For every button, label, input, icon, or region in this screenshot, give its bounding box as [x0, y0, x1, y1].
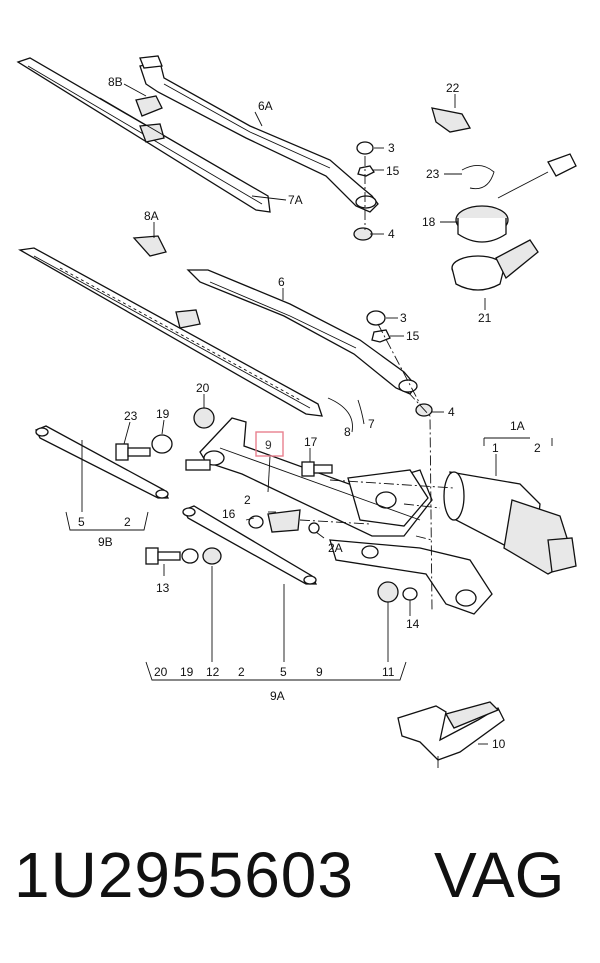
label-1: 1	[492, 441, 499, 455]
label-5-left: 5	[78, 515, 85, 529]
label-2A: 2A	[328, 541, 343, 555]
clip-23	[461, 165, 495, 190]
bracket-10	[397, 701, 505, 768]
label-3-top: 3	[388, 141, 395, 155]
label-9-highlighted: 9	[265, 438, 272, 452]
label-8A: 8A	[144, 209, 159, 223]
label-4-top: 4	[388, 227, 395, 241]
pushrod-5-9A	[182, 505, 318, 585]
washer-4-top	[353, 227, 373, 241]
washer-19-bottom	[181, 548, 199, 564]
bushing-20-top	[193, 407, 215, 429]
wiper-arm-6A	[139, 55, 379, 213]
label-8: 8	[344, 425, 351, 439]
wiper-motor-1	[443, 471, 577, 575]
bottom-label: 20	[154, 665, 168, 679]
label-15-lower: 15	[406, 329, 420, 343]
label-6A: 6A	[258, 99, 273, 113]
label-13: 13	[156, 581, 170, 595]
cap-21	[451, 239, 539, 291]
label-2-right: 2	[534, 441, 541, 455]
bushing-20-bottom	[202, 547, 222, 565]
clip-8A	[132, 235, 167, 257]
wiper-blade-7	[18, 247, 323, 417]
clip-8B	[135, 95, 163, 117]
footer: 1U2955603 VAG	[0, 838, 600, 938]
washer-nozzle-18	[455, 153, 577, 243]
label-16: 16	[222, 507, 236, 521]
label-7: 7	[368, 417, 375, 431]
label-19-top: 19	[156, 407, 170, 421]
nut-14	[402, 587, 418, 601]
label-2-left: 2	[124, 515, 131, 529]
label-14: 14	[406, 617, 420, 631]
nut-15-lower	[371, 329, 391, 343]
label-2-mid: 2	[244, 493, 251, 507]
nut-cap-3-top	[356, 141, 374, 155]
bottom-label: 5	[280, 665, 287, 679]
bracket-22	[431, 107, 472, 133]
bottom-row-labels: 20 19 12 2 5 9 11	[154, 665, 395, 679]
label-20-top: 20	[196, 381, 210, 395]
label-17: 17	[304, 435, 318, 449]
brand-name: VAG	[434, 839, 565, 911]
bottom-label: 9	[316, 665, 323, 679]
label-21: 21	[478, 311, 492, 325]
bottom-label: 12	[206, 665, 220, 679]
nut-15-top	[357, 165, 375, 177]
ball-joint-2-16	[248, 509, 320, 534]
stud-12	[185, 459, 211, 471]
bushing-19-top	[151, 434, 173, 454]
bolt-17	[301, 461, 333, 477]
bushing-11	[377, 581, 399, 603]
label-6: 6	[278, 275, 285, 289]
bolt-13	[145, 547, 181, 565]
linkage-frame-9	[199, 417, 493, 615]
part-number: 1U2955603	[14, 839, 354, 911]
label-9A: 9A	[270, 689, 285, 703]
label-23-lower: 23	[124, 409, 138, 423]
label-10: 10	[492, 737, 506, 751]
label-9B: 9B	[98, 535, 113, 549]
leader-lines	[65, 83, 553, 745]
bottom-label: 2	[238, 665, 245, 679]
label-23-top: 23	[426, 167, 440, 181]
label-22: 22	[446, 81, 460, 95]
label-4-lower: 4	[448, 405, 455, 419]
bottom-label: 19	[180, 665, 194, 679]
label-1A: 1A	[510, 419, 525, 433]
wiper-blade-7A	[16, 57, 271, 213]
bolt-23	[115, 443, 151, 461]
label-3-lower: 3	[400, 311, 407, 325]
bottom-label: 11	[382, 665, 395, 679]
highlight-box-9	[255, 431, 284, 457]
nut-cap-3-lower	[366, 310, 386, 326]
label-15-top: 15	[386, 164, 400, 178]
label-18: 18	[422, 215, 436, 229]
wiper-linkage-exploded-diagram: 8B 6A 7A 3 15 4 22 23 18 21 8A 6 3 15 4 …	[16, 55, 577, 768]
pushrod-5-9B	[35, 425, 170, 499]
label-8B: 8B	[108, 75, 123, 89]
label-7A: 7A	[288, 193, 303, 207]
